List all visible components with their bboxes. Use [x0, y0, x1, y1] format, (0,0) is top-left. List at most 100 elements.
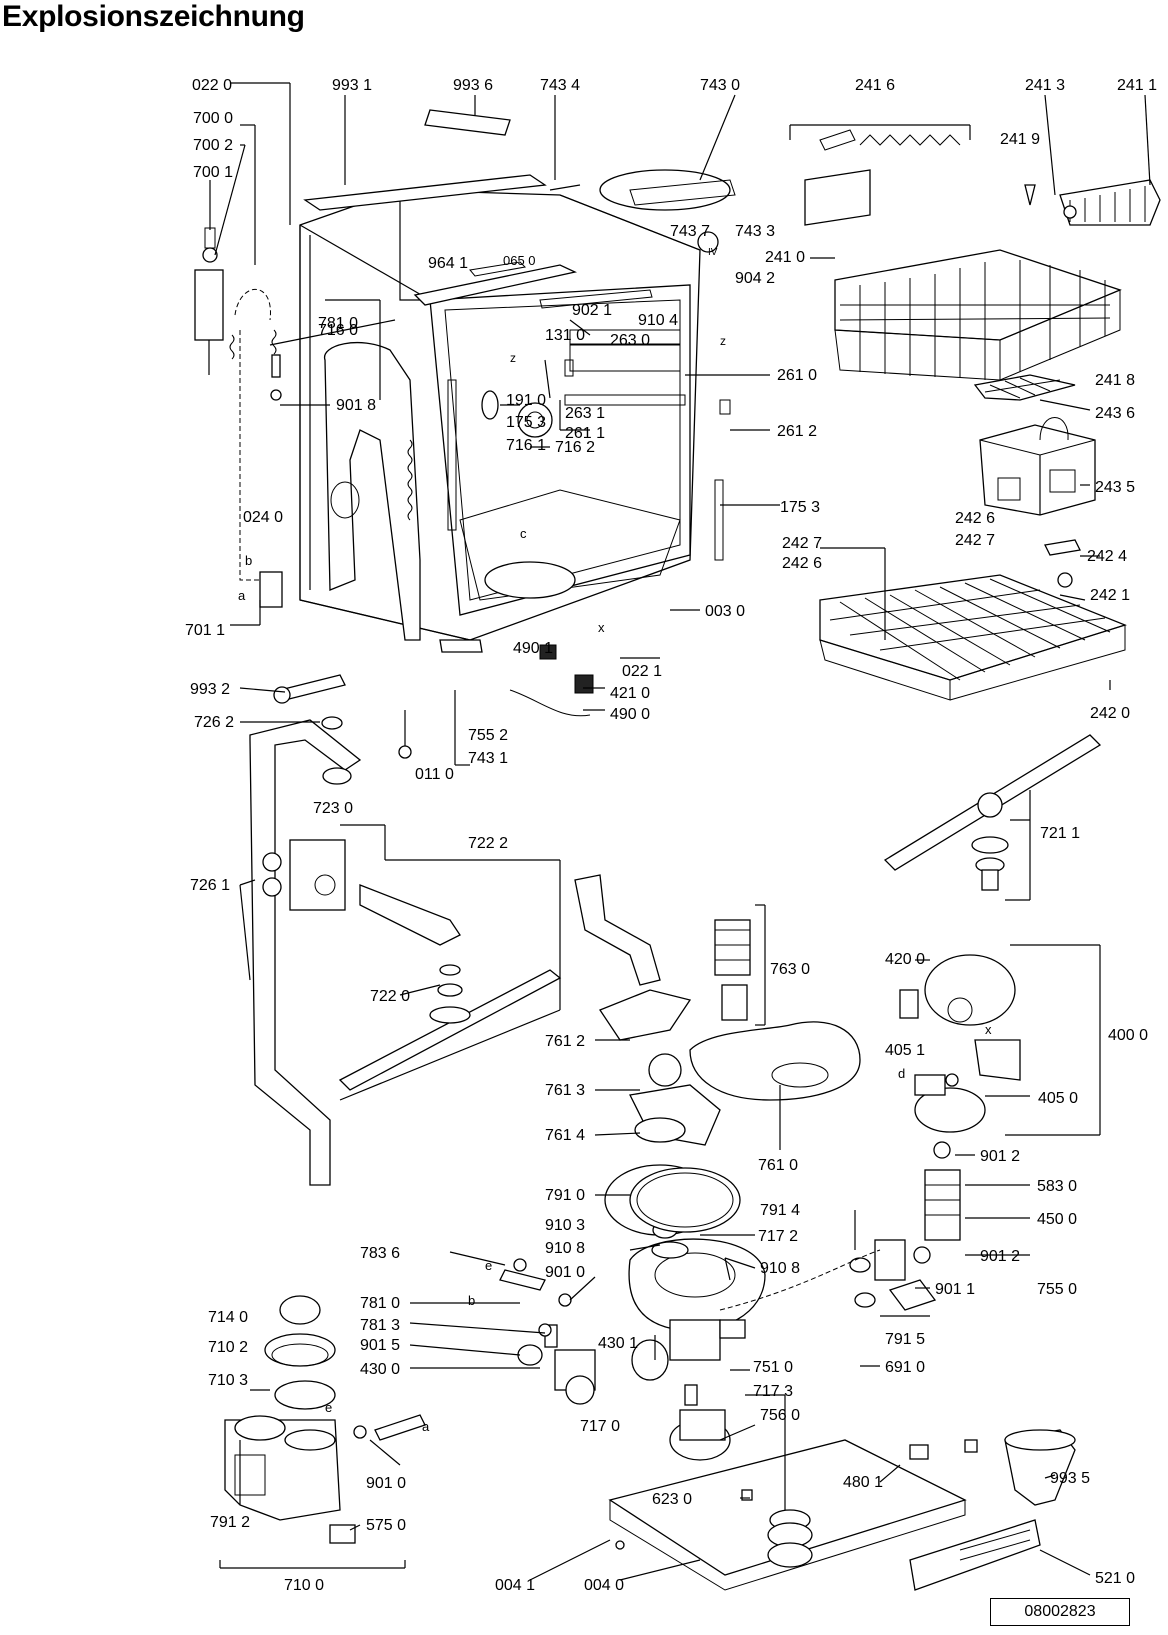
part-label: 910 8 [760, 1260, 800, 1277]
part-label: 242 4 [1087, 548, 1127, 565]
part-label: 761 2 [545, 1033, 585, 1050]
part-label: 910 8 [545, 1240, 585, 1257]
part-label: 901 8 [336, 397, 376, 414]
part-label: 993 1 [332, 77, 372, 94]
part-label: 716 0 [318, 322, 358, 339]
letter-callout: x [598, 620, 605, 635]
letter-callout: a [422, 1419, 430, 1434]
part-labels: 022 0 993 1 993 6 743 4 743 0 241 6 241 … [185, 77, 1157, 1594]
part-label: 701 1 [185, 622, 225, 639]
part-label: 131 0 [545, 327, 585, 344]
part-label: 901 0 [545, 1264, 585, 1281]
part-label: 421 0 [610, 685, 650, 702]
part-label: 761 3 [545, 1082, 585, 1099]
part-label: 993 5 [1050, 1470, 1090, 1487]
part-label: 716 1 [506, 437, 546, 454]
page-title: Explosionszeichnung [2, 0, 305, 33]
part-label: 781 3 [360, 1317, 400, 1334]
part-label: 904 2 [735, 270, 775, 287]
part-label: 993 2 [190, 681, 230, 698]
part-label: 242 7 [782, 535, 822, 552]
part-label: 743 4 [540, 77, 580, 94]
part-label: 993 6 [453, 77, 493, 94]
part-label: 964 1 [428, 255, 468, 272]
letter-callout: a [238, 588, 246, 603]
part-label: 430 0 [360, 1361, 400, 1378]
part-label: 714 0 [208, 1309, 248, 1326]
part-label: 261 1 [565, 425, 605, 442]
part-label: 791 0 [545, 1187, 585, 1204]
part-label: 791 2 [210, 1514, 250, 1531]
document-number: 08002823 [990, 1598, 1130, 1626]
letter-callout: IV [708, 247, 718, 258]
part-label: 901 2 [980, 1148, 1020, 1165]
part-label: 243 5 [1095, 479, 1135, 496]
part-label: 400 0 [1108, 1027, 1148, 1044]
part-label: 241 8 [1095, 372, 1135, 389]
part-label: 910 4 [638, 312, 678, 329]
part-label: 024 0 [243, 509, 283, 526]
part-label: 405 1 [885, 1042, 925, 1059]
part-label: 743 3 [735, 223, 775, 240]
cabinet-tub [194, 109, 736, 759]
part-label: 490 1 [513, 640, 553, 657]
part-label: 700 2 [193, 137, 233, 154]
part-label: 717 0 [580, 1418, 620, 1435]
part-label: 004 1 [495, 1577, 535, 1594]
part-label: 191 0 [506, 392, 546, 409]
part-label: 003 0 [705, 603, 745, 620]
part-label: 242 6 [955, 510, 995, 527]
part-label: 575 0 [366, 1517, 406, 1534]
part-label: 755 0 [1037, 1281, 1077, 1298]
part-label: 480 1 [843, 1474, 883, 1491]
part-label: 241 9 [1000, 131, 1040, 148]
part-label: 722 0 [370, 988, 410, 1005]
part-label: 717 2 [758, 1228, 798, 1245]
letter-callout: z [720, 334, 726, 348]
letter-callout: b [468, 1293, 475, 1308]
pump-assembly [224, 954, 1021, 1544]
part-label: 405 0 [1038, 1090, 1078, 1107]
part-label: 791 4 [760, 1202, 800, 1219]
part-label: 700 1 [193, 164, 233, 181]
part-label: 241 6 [855, 77, 895, 94]
part-label: 022 1 [622, 663, 662, 680]
spray-arms [249, 716, 1102, 1186]
part-label: 263 1 [565, 405, 605, 422]
part-label: 175 3 [506, 414, 546, 431]
letter-callout: d [898, 1066, 905, 1081]
part-label: 261 0 [777, 367, 817, 384]
part-label: 751 0 [753, 1359, 793, 1376]
part-label: 065 0 [503, 253, 536, 268]
part-label: 716 2 [555, 439, 595, 456]
part-label: 910 3 [545, 1217, 585, 1234]
part-label: 901 5 [360, 1337, 400, 1354]
part-label: 781 0 [360, 1295, 400, 1312]
part-label: 723 0 [313, 800, 353, 817]
part-label: 450 0 [1037, 1211, 1077, 1228]
part-label: 700 0 [193, 110, 233, 127]
part-label: 004 0 [584, 1577, 624, 1594]
part-label: 022 0 [192, 77, 232, 94]
part-label: 710 2 [208, 1339, 248, 1356]
leader-lines [209, 82, 1151, 1581]
part-label: 726 2 [194, 714, 234, 731]
letter-callouts: z z b a c x e b e a d x IV [238, 247, 992, 1434]
part-label: 743 0 [700, 77, 740, 94]
part-label: 261 2 [777, 423, 817, 440]
part-label: 783 6 [360, 1245, 400, 1262]
part-label: 901 2 [980, 1248, 1020, 1265]
part-label: 763 0 [770, 961, 810, 978]
part-label: 901 1 [935, 1281, 975, 1298]
part-label: 710 3 [208, 1372, 248, 1389]
part-label: 623 0 [652, 1491, 692, 1508]
part-label: 717 3 [753, 1383, 793, 1400]
part-label: 242 6 [782, 555, 822, 572]
part-label: 761 4 [545, 1127, 585, 1144]
part-label: 241 0 [765, 249, 805, 266]
part-label: 901 0 [366, 1475, 406, 1492]
part-label: 781 0 [318, 315, 358, 332]
part-label: 902 1 [572, 302, 612, 319]
part-label: 756 0 [760, 1407, 800, 1424]
part-label: 691 0 [885, 1359, 925, 1376]
